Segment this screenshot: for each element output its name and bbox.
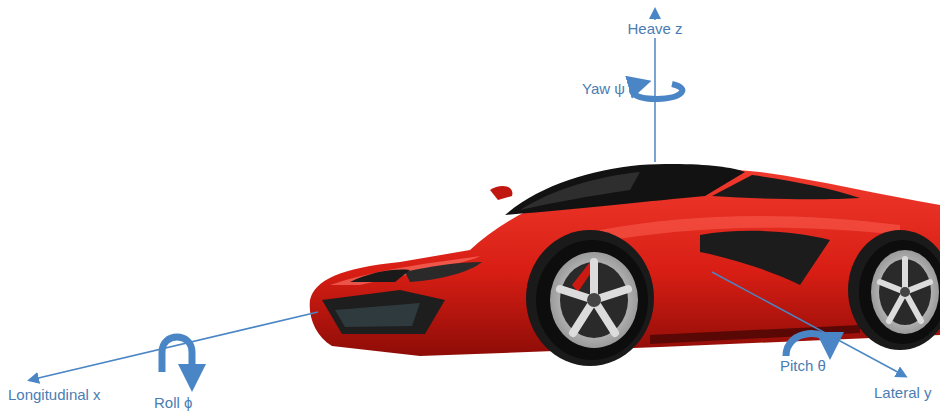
wheels <box>526 230 940 366</box>
lateral-axis <box>712 272 905 376</box>
yaw-arrow <box>632 84 682 99</box>
axis-label: Longitudinal x <box>6 386 103 404</box>
axis-label: Yaw ψ <box>580 80 627 98</box>
axes <box>30 10 905 380</box>
longitudinal-axis <box>30 312 318 380</box>
axis-label: Pitch θ <box>778 357 828 375</box>
roll-arrow <box>162 337 192 378</box>
axis-label: Heave z <box>625 20 684 38</box>
axis-label: Lateral y <box>872 384 934 402</box>
pitch-arrow <box>786 334 830 356</box>
axis-label: Roll ϕ <box>152 394 194 412</box>
